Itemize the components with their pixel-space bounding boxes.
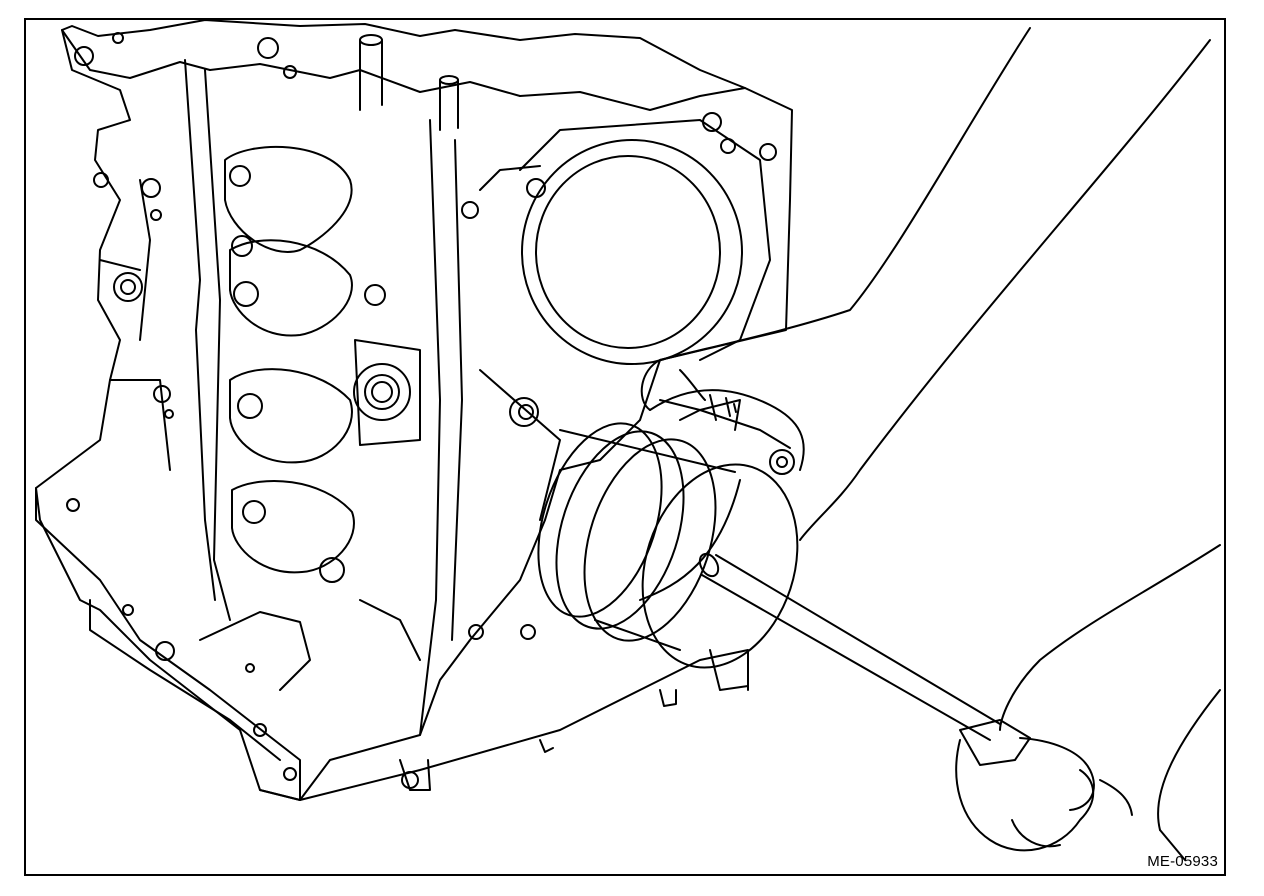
engine-block [35,19,793,801]
figure-frame [24,18,1226,876]
hands [640,27,1221,861]
piston-assembly [537,394,799,669]
figure-reference-code: ME-05933 [1147,853,1218,870]
hammer-handle [698,552,1031,766]
